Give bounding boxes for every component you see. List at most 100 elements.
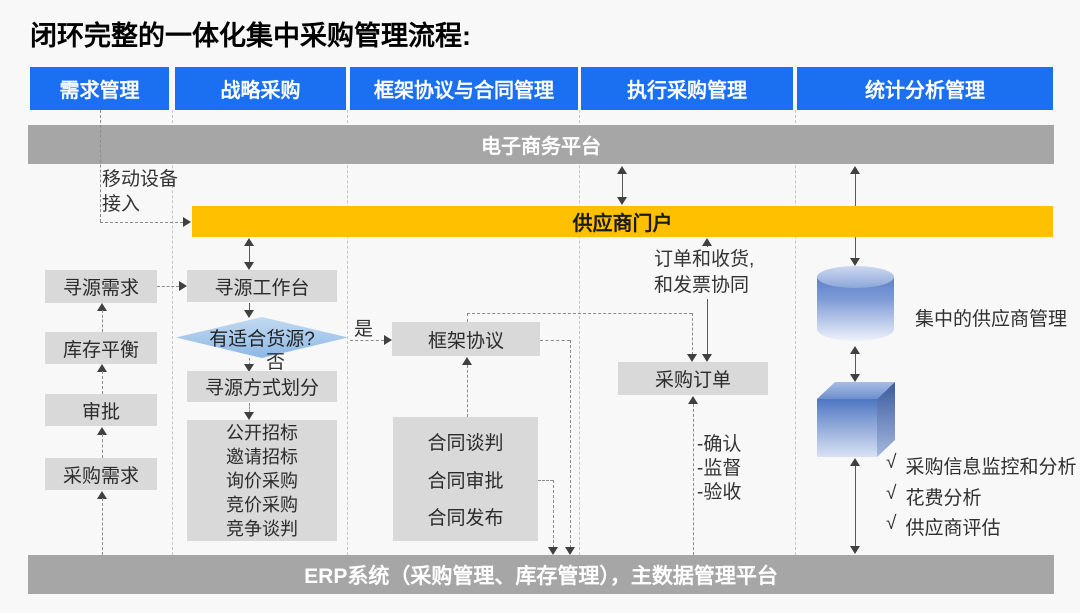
column-separator bbox=[579, 110, 580, 555]
column-separator bbox=[795, 110, 796, 555]
arrowhead-up bbox=[462, 357, 472, 365]
check-icon: √ bbox=[886, 452, 897, 473]
connector-line bbox=[855, 354, 856, 375]
arrowhead-down bbox=[244, 412, 254, 420]
column-separator bbox=[172, 110, 173, 555]
connector-line bbox=[538, 480, 553, 481]
contract-steps-box: 合同谈判 合同审批 合同发布 bbox=[393, 417, 538, 541]
sourcing-demand-box: 寻源需求 bbox=[45, 270, 157, 303]
purchase-order-box: 采购订单 bbox=[618, 362, 768, 395]
connector-line bbox=[249, 246, 250, 263]
order-action: -监督 bbox=[697, 458, 742, 479]
cylinder-cap bbox=[817, 266, 894, 288]
sourcing-methods-list: 公开招标 邀请招标 询价采购 竞价采购 竞争谈判 bbox=[187, 420, 337, 541]
method-item: 竞争谈判 bbox=[226, 518, 298, 539]
yes-label: 是 bbox=[354, 319, 374, 340]
supplier-management-label: 集中的供应商管理 bbox=[915, 309, 1068, 330]
arrowhead-up bbox=[97, 364, 107, 372]
arrowhead-down bbox=[244, 310, 254, 318]
contract-step: 合同发布 bbox=[427, 508, 504, 530]
sourcing-method-box: 寻源方式划分 bbox=[187, 371, 337, 402]
arrowhead-down bbox=[617, 197, 627, 205]
order-actions-label: -确认 -监督 -验收 bbox=[697, 433, 741, 505]
arrowhead-right bbox=[183, 217, 191, 227]
arrowhead-right bbox=[179, 281, 187, 291]
header-strategic-sourcing: 战略采购 bbox=[175, 67, 346, 110]
order-action: -确认 bbox=[697, 434, 742, 455]
cube-front-face bbox=[817, 399, 877, 457]
arrowhead-down bbox=[850, 374, 860, 382]
connector-line bbox=[249, 358, 250, 365]
inventory-balance-box: 库存平衡 bbox=[45, 332, 157, 364]
connector-line bbox=[540, 340, 570, 341]
arrowhead-up bbox=[688, 396, 698, 404]
arrowhead-up bbox=[97, 427, 107, 435]
header-framework-contract: 框架协议与合同管理 bbox=[350, 67, 578, 110]
arrowhead-up bbox=[617, 166, 627, 174]
header-demand-management: 需求管理 bbox=[30, 67, 169, 110]
arrowhead-down bbox=[244, 262, 254, 270]
arrowhead-up bbox=[97, 491, 107, 499]
connector-line bbox=[102, 371, 103, 394]
connector-line bbox=[102, 434, 103, 458]
connector-line bbox=[102, 310, 103, 332]
connector-line bbox=[707, 246, 708, 354]
connector-line bbox=[157, 286, 179, 287]
checklist-item: √ 采购信息监控和分析 bbox=[886, 452, 1076, 479]
checklist-item: √ 供应商评估 bbox=[886, 513, 1000, 540]
connector-line bbox=[100, 110, 101, 222]
method-item: 邀请招标 bbox=[226, 446, 298, 467]
mobile-access-label: 移动设备 接入 bbox=[102, 169, 179, 215]
header-statistics: 统计分析管理 bbox=[797, 67, 1053, 110]
arrowhead-down bbox=[565, 547, 575, 555]
connector-line bbox=[553, 480, 554, 548]
header-execution: 执行采购管理 bbox=[581, 67, 793, 110]
connector-line bbox=[855, 174, 856, 206]
contract-step: 合同谈判 bbox=[427, 432, 504, 454]
order-action: -验收 bbox=[697, 482, 742, 503]
arrowhead-up bbox=[850, 458, 860, 466]
connector-line bbox=[570, 340, 571, 548]
method-item: 询价采购 bbox=[226, 470, 298, 491]
analysis-data-cube bbox=[817, 382, 895, 457]
checklist-label: 采购信息监控和分析 bbox=[905, 457, 1077, 478]
connector-line bbox=[467, 313, 692, 314]
framework-agreement-box: 框架协议 bbox=[392, 322, 540, 356]
connector-line bbox=[467, 313, 468, 322]
order-receipt-invoice-note: 订单和收货, 和发票协同 bbox=[652, 247, 757, 299]
approval-box: 审批 bbox=[45, 394, 157, 426]
connector-line bbox=[855, 466, 856, 547]
method-item: 竞价采购 bbox=[226, 494, 298, 515]
contract-step: 合同审批 bbox=[427, 470, 504, 492]
arrowhead-down bbox=[244, 364, 254, 372]
connector-line bbox=[622, 174, 623, 198]
checklist-label: 花费分析 bbox=[905, 488, 982, 509]
arrowhead-up bbox=[244, 238, 254, 246]
purchase-demand-box: 采购需求 bbox=[45, 458, 157, 490]
arrowhead-up bbox=[702, 238, 712, 246]
arrowhead-down bbox=[850, 546, 860, 554]
sourcing-workbench-box: 寻源工作台 bbox=[187, 270, 337, 302]
connector-line bbox=[350, 340, 384, 341]
connector-line bbox=[467, 365, 468, 417]
connector-line bbox=[693, 404, 694, 555]
cube-top-face bbox=[817, 382, 895, 399]
connector-line bbox=[249, 403, 250, 413]
connector-line bbox=[692, 313, 693, 355]
method-item: 公开招标 bbox=[226, 422, 298, 443]
arrowhead-down bbox=[850, 258, 860, 266]
page-title: 闭环完整的一体化集中采购管理流程: bbox=[30, 21, 471, 51]
check-icon: √ bbox=[886, 483, 897, 504]
checklist-label: 供应商评估 bbox=[905, 518, 1001, 539]
no-label: 否 bbox=[266, 352, 286, 373]
supplier-database-cylinder bbox=[817, 266, 894, 345]
arrowhead-down bbox=[702, 354, 712, 362]
connector-line bbox=[100, 222, 183, 223]
connector-line bbox=[102, 498, 103, 555]
ecommerce-platform-bar: 电子商务平台 bbox=[28, 125, 1054, 164]
checklist-item: √ 花费分析 bbox=[886, 483, 981, 510]
arrowhead-down bbox=[548, 547, 558, 555]
erp-platform-bar: ERP系统（采购管理、库存管理），主数据管理平台 bbox=[28, 555, 1054, 594]
arrowhead-up bbox=[850, 166, 860, 174]
